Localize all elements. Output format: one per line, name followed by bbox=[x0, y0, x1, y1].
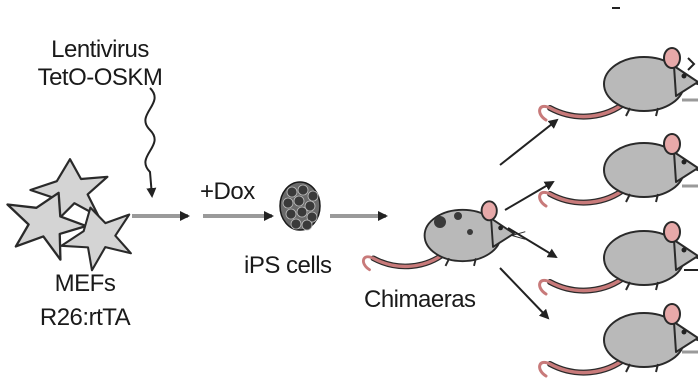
mouse-icon bbox=[540, 304, 698, 376]
dox-label: +Dox bbox=[200, 178, 255, 205]
mefs-text: MEFs bbox=[54, 270, 116, 297]
branch-arrow-4 bbox=[499, 267, 550, 320]
edge-mark bbox=[687, 57, 696, 71]
ips-cells-label: iPS cells bbox=[244, 252, 332, 279]
branch-arrow-3 bbox=[507, 227, 558, 259]
teto-oskm-text: TetO-OSKM bbox=[37, 64, 163, 91]
lentivirus-text: Lentivirus bbox=[51, 36, 149, 63]
mefs-label: MEFs R26:rtTA bbox=[10, 272, 160, 330]
branch-arrow-1 bbox=[499, 118, 559, 166]
r26-rtta-text: R26:rtTA bbox=[39, 304, 131, 331]
lentivirus-arrow bbox=[144, 87, 157, 198]
mouse-icon bbox=[540, 134, 698, 206]
ips-colony-icon bbox=[279, 181, 321, 231]
branch-arrow-2 bbox=[504, 180, 555, 211]
mouse-icon bbox=[540, 222, 698, 294]
mouse-icon bbox=[540, 48, 698, 120]
lentivirus-label: Lentivirus TetO-OSKM bbox=[16, 38, 184, 90]
mouse-icon bbox=[363, 201, 525, 269]
chimaeras-label: Chimaeras bbox=[364, 286, 476, 313]
cell-icon bbox=[0, 158, 142, 278]
